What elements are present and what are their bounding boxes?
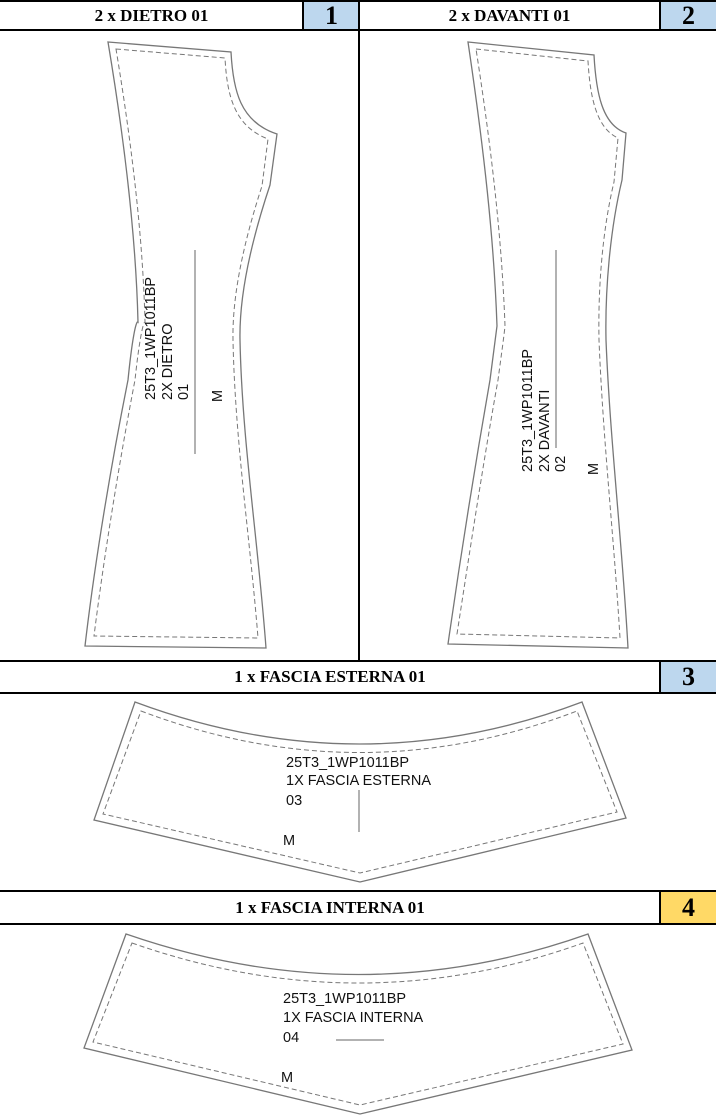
fascia-esterna-label-line-3: 03 (286, 793, 302, 809)
dietro-label-line-1: 25T3_1WP1011BP (143, 277, 159, 400)
pattern-piece-dietro: 25T3_1WP1011BP 2X DIETRO 01 M (84, 41, 278, 649)
section-1-title: 2 x DIETRO 01 (94, 5, 209, 25)
section-2-header: 2 x DAVANTI 01 2 (359, 0, 716, 31)
section-4-header: 1 x FASCIA INTERNA 01 4 (0, 890, 716, 925)
fascia-esterna-sew-line (102, 710, 618, 874)
dietro-label-line-3: 01 (176, 384, 192, 400)
fascia-esterna-size-label: M (283, 833, 295, 849)
fascia-esterna-label-line-1: 25T3_1WP1011BP (286, 755, 409, 771)
pattern-piece-davanti: 25T3_1WP1011BP 2X DAVANTI 02 M (447, 41, 629, 649)
dietro-size-label: M (210, 390, 226, 402)
davanti-size-label: M (586, 463, 602, 475)
davanti-label-line-1: 25T3_1WP1011BP (520, 349, 536, 472)
davanti-sew-line (456, 48, 621, 639)
section-3-number: 3 (682, 662, 695, 691)
section-4-number-badge: 4 (659, 892, 716, 923)
center-divider (358, 0, 360, 660)
fascia-esterna-label-line-2: 1X FASCIA ESTERNA (286, 773, 431, 789)
dietro-cut-line (84, 41, 278, 649)
section-1-number: 1 (325, 0, 338, 30)
fascia-interna-cut-line (83, 933, 633, 1115)
davanti-label-line-2: 2X DAVANTI (537, 390, 553, 472)
section-3-number-badge: 3 (659, 662, 716, 692)
pattern-piece-fascia-esterna: 25T3_1WP1011BP 1X FASCIA ESTERNA 03 M (93, 701, 627, 883)
fascia-interna-sew-line (92, 942, 624, 1106)
davanti-label-line-3: 02 (553, 456, 569, 472)
section-3-title: 1 x FASCIA ESTERNA 01 (234, 667, 426, 686)
section-2-number-badge: 2 (659, 0, 716, 30)
section-2-number: 2 (682, 0, 695, 30)
fascia-interna-label-line-3: 04 (283, 1030, 299, 1046)
section-4-title: 1 x FASCIA INTERNA 01 (235, 897, 425, 917)
fascia-interna-label-line-1: 25T3_1WP1011BP (283, 991, 406, 1007)
fascia-esterna-cut-line (93, 701, 627, 883)
section-3-header: 1 x FASCIA ESTERNA 01 3 (0, 660, 716, 694)
fascia-interna-size-label: M (281, 1070, 293, 1086)
section-1-number-badge: 1 (302, 0, 359, 30)
dietro-label-line-2: 2X DIETRO (160, 323, 176, 400)
davanti-cut-line (447, 41, 629, 649)
fascia-interna-label-line-2: 1X FASCIA INTERNA (283, 1010, 424, 1026)
section-2-title: 2 x DAVANTI 01 (448, 5, 571, 25)
section-4-number: 4 (682, 892, 695, 922)
dietro-sew-line (93, 48, 269, 639)
section-1-header: 2 x DIETRO 01 1 (0, 0, 359, 31)
pattern-piece-fascia-interna: 25T3_1WP1011BP 1X FASCIA INTERNA 04 M (83, 933, 633, 1115)
